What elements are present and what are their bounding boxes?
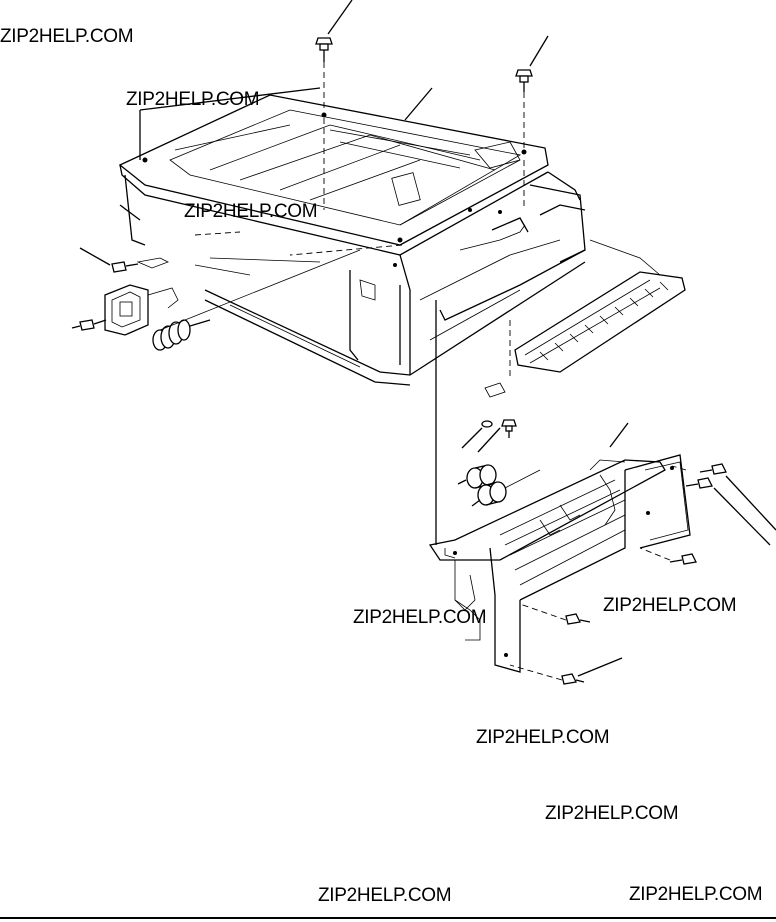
right-guide-rail	[514, 239, 686, 373]
bellows-icon	[152, 319, 211, 351]
screw-icon	[515, 69, 533, 92]
small-parts	[461, 320, 517, 453]
screw-icon	[565, 613, 591, 625]
roller-icon	[457, 464, 497, 489]
screw-icon	[111, 261, 139, 273]
screw-icon	[699, 463, 727, 475]
clip-icon	[481, 420, 493, 428]
lower-unit-screws	[509, 463, 776, 685]
lower-unit-assembly	[428, 422, 691, 673]
roller-icon	[471, 481, 507, 507]
screw-icon	[315, 37, 333, 62]
top-plate-assembly	[118, 87, 586, 386]
watermark: ZIP2HELP.COM	[476, 727, 610, 748]
watermark: ZIP2HELP.COM	[545, 803, 679, 824]
screw-icon	[685, 477, 713, 489]
watermark: ZIP2HELP.COM	[603, 595, 737, 616]
rollers	[457, 464, 541, 507]
watermark: ZIP2HELP.COM	[126, 89, 260, 110]
watermark: ZIP2HELP.COM	[629, 884, 763, 905]
screw-icon	[669, 553, 697, 565]
screw-icon	[561, 673, 585, 685]
screw-icon	[79, 319, 107, 331]
left-parts	[71, 247, 361, 351]
screw-icon	[501, 419, 517, 438]
watermark: ZIP2HELP.COM	[0, 26, 134, 47]
top-screws	[119, 0, 549, 221]
page-bottom-rule	[0, 917, 776, 919]
watermark: ZIP2HELP.COM	[318, 885, 452, 906]
watermark: ZIP2HELP.COM	[353, 607, 487, 628]
watermark: ZIP2HELP.COM	[184, 201, 318, 222]
